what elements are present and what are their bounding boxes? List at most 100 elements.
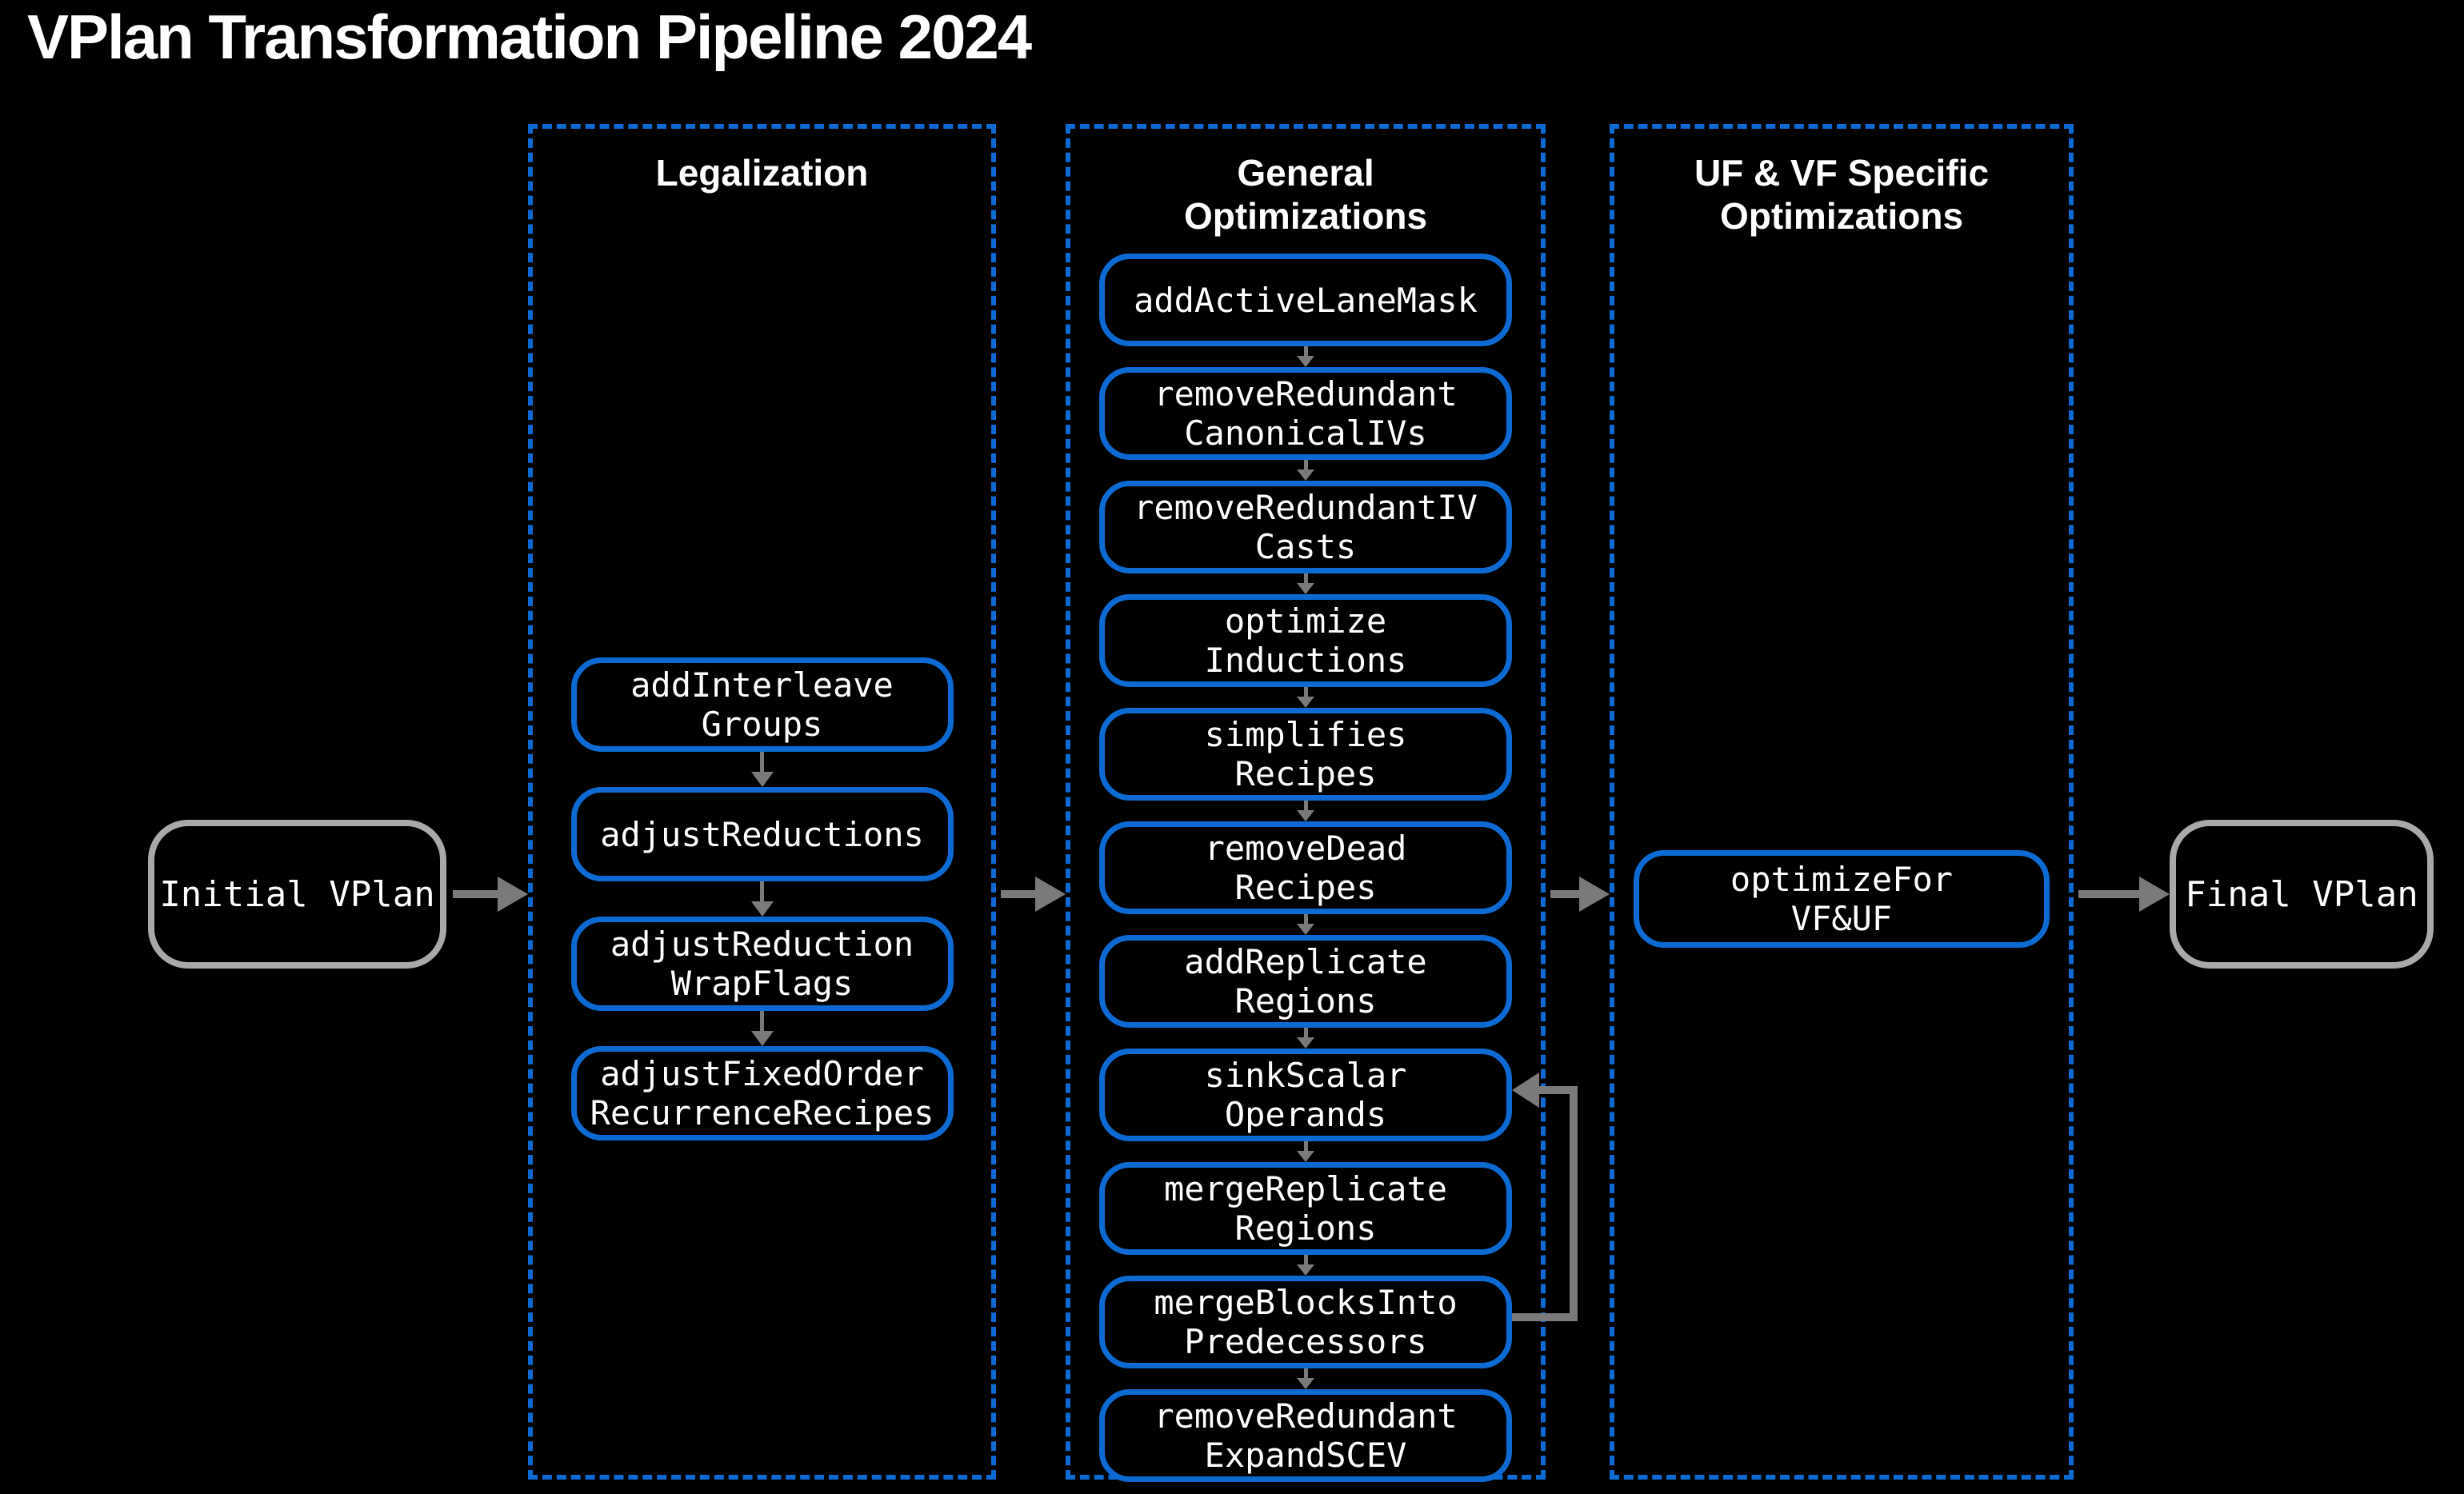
down-arrow-icon <box>1297 914 1314 935</box>
arrow-head-icon <box>1035 877 1066 912</box>
legalization-pass-stack: addInterleave Groups adjustReductions ad… <box>533 657 991 1140</box>
arrow-shaft <box>1303 687 1308 697</box>
arrow-shaft <box>760 752 764 772</box>
pass-removeDeadRecipes: removeDead Recipes <box>1099 821 1512 914</box>
legalization-column: Legalization addInterleave Groups adjust… <box>528 124 996 1480</box>
pass-label: mergeBlocksInto Predecessors <box>1154 1283 1458 1361</box>
feedback-arrow-head-icon <box>1512 1073 1539 1108</box>
pass-label: sinkScalar Operands <box>1204 1056 1407 1134</box>
arrow-shaft <box>760 1011 764 1031</box>
arrow-shaft <box>1303 801 1308 810</box>
pass-mergeReplicateRegions: mergeReplicate Regions <box>1099 1162 1512 1255</box>
arrow-head-icon <box>750 772 774 787</box>
arrow-head-icon <box>1297 1378 1314 1389</box>
pass-adjustReductions: adjustReductions <box>570 787 954 881</box>
pass-removeRedundantIVCasts: removeRedundantIV Casts <box>1099 481 1512 573</box>
arrow-shaft <box>1001 890 1035 898</box>
initial-vplan-node: Initial VPlan <box>148 820 446 969</box>
down-arrow-icon <box>1297 1028 1314 1049</box>
pass-label: optimizeFor VF&UF <box>1730 860 1954 938</box>
pass-label: removeRedundant ExpandSCEV <box>1154 1396 1458 1475</box>
arrow-shaft <box>1303 346 1308 356</box>
arrow-shaft <box>1303 914 1308 924</box>
pass-label: removeRedundant CanonicalIVs <box>1154 374 1458 453</box>
arrow-head-icon <box>1297 924 1314 935</box>
arrow-shaft <box>2078 890 2139 898</box>
pass-label: addReplicate Regions <box>1184 942 1427 1021</box>
flow-arrow-legalization-to-general <box>1001 877 1066 912</box>
down-arrow-icon <box>750 752 774 787</box>
arrow-head-icon <box>1297 697 1314 708</box>
final-vplan-node: Final VPlan <box>2170 820 2434 969</box>
down-arrow-icon <box>1297 460 1314 481</box>
down-arrow-icon <box>750 881 774 917</box>
general-optimizations-column: General Optimizations addActiveLaneMask … <box>1066 124 1546 1482</box>
down-arrow-icon <box>1297 687 1314 708</box>
pass-addInterleaveGroups: addInterleave Groups <box>570 657 954 752</box>
arrow-head-icon <box>498 877 528 912</box>
uf-vf-pass-stack: optimizeFor VF&UF <box>1614 850 2069 948</box>
arrow-head-icon <box>1297 1151 1314 1162</box>
general-optimizations-column-title: General Optimizations <box>1183 152 1428 238</box>
legalization-column-title: Legalization <box>655 152 869 194</box>
pass-label: adjustReduction WrapFlags <box>610 925 914 1003</box>
feedback-arrow-vertical-segment <box>1570 1086 1578 1321</box>
pass-label: mergeReplicate Regions <box>1163 1169 1447 1248</box>
down-arrow-icon <box>1297 1368 1314 1389</box>
flow-arrow-general-to-ufvf <box>1550 877 1610 912</box>
arrow-head-icon <box>1297 1264 1314 1276</box>
arrow-shaft <box>453 890 498 898</box>
pass-label: removeDead Recipes <box>1204 829 1407 907</box>
down-arrow-icon <box>750 1011 774 1046</box>
flow-arrow-initial-to-legalization <box>453 877 528 912</box>
pass-mergeBlocksIntoPredecessors: mergeBlocksInto Predecessors <box>1099 1276 1512 1368</box>
uf-vf-column-title: UF & VF Specific Optimizations <box>1694 152 1990 238</box>
feedback-arrow-top-segment <box>1539 1086 1578 1094</box>
arrow-head-icon <box>750 901 774 917</box>
down-arrow-icon <box>1297 573 1314 594</box>
pass-simplifiesRecipes: simplifies Recipes <box>1099 708 1512 801</box>
final-vplan-label: Final VPlan <box>2185 873 2418 915</box>
down-arrow-icon <box>1297 346 1314 367</box>
arrow-head-icon <box>1579 877 1610 912</box>
pass-label: adjustFixedOrder RecurrenceRecipes <box>590 1054 934 1132</box>
pass-adjustFixedOrderRecurrenceRecipes: adjustFixedOrder RecurrenceRecipes <box>570 1046 954 1140</box>
flow-arrow-ufvf-to-final <box>2078 877 2170 912</box>
pass-label: removeRedundantIV Casts <box>1134 488 1478 566</box>
arrow-shaft <box>1303 1028 1308 1037</box>
down-arrow-icon <box>1297 1141 1314 1162</box>
arrow-head-icon <box>1297 1037 1314 1049</box>
pass-adjustReductionWrapFlags: adjustReduction WrapFlags <box>570 917 954 1011</box>
arrow-head-icon <box>1297 810 1314 821</box>
general-pass-stack: addActiveLaneMask removeRedundant Canoni… <box>1070 254 1541 1482</box>
arrow-shaft <box>1303 1141 1308 1151</box>
initial-vplan-label: Initial VPlan <box>159 873 435 915</box>
arrow-head-icon <box>2139 877 2170 912</box>
pass-optimizeInductions: optimize Inductions <box>1099 594 1512 687</box>
arrow-shaft <box>1303 460 1308 469</box>
pass-label: simplifies Recipes <box>1204 715 1407 793</box>
pass-removeRedundantExpandSCEV: removeRedundant ExpandSCEV <box>1099 1389 1512 1482</box>
pass-label: addActiveLaneMask <box>1134 280 1478 320</box>
down-arrow-icon <box>1297 1255 1314 1276</box>
feedback-arrow-bottom-segment <box>1512 1313 1578 1321</box>
pass-label: optimize Inductions <box>1204 601 1407 680</box>
diagram-title: VPlan Transformation Pipeline 2024 <box>27 2 1032 72</box>
arrow-head-icon <box>1297 469 1314 481</box>
arrow-head-icon <box>750 1031 774 1046</box>
pass-label: adjustReductions <box>600 814 924 854</box>
arrow-shaft <box>1303 1255 1308 1264</box>
pass-label: addInterleave Groups <box>630 665 894 744</box>
pass-addReplicateRegions: addReplicate Regions <box>1099 935 1512 1028</box>
pass-addActiveLaneMask: addActiveLaneMask <box>1099 254 1512 346</box>
arrow-shaft <box>1303 1368 1308 1378</box>
pass-optimizeForVFandUF: optimizeFor VF&UF <box>1634 850 2050 948</box>
arrow-shaft <box>1303 573 1308 583</box>
arrow-shaft <box>760 881 764 901</box>
arrow-shaft <box>1550 890 1579 898</box>
pass-removeRedundantCanonicalIVs: removeRedundant CanonicalIVs <box>1099 367 1512 460</box>
pass-sinkScalarOperands: sinkScalar Operands <box>1099 1049 1512 1141</box>
arrow-head-icon <box>1297 356 1314 367</box>
uf-vf-specific-optimizations-column: UF & VF Specific Optimizations optimizeF… <box>1610 124 2074 1480</box>
